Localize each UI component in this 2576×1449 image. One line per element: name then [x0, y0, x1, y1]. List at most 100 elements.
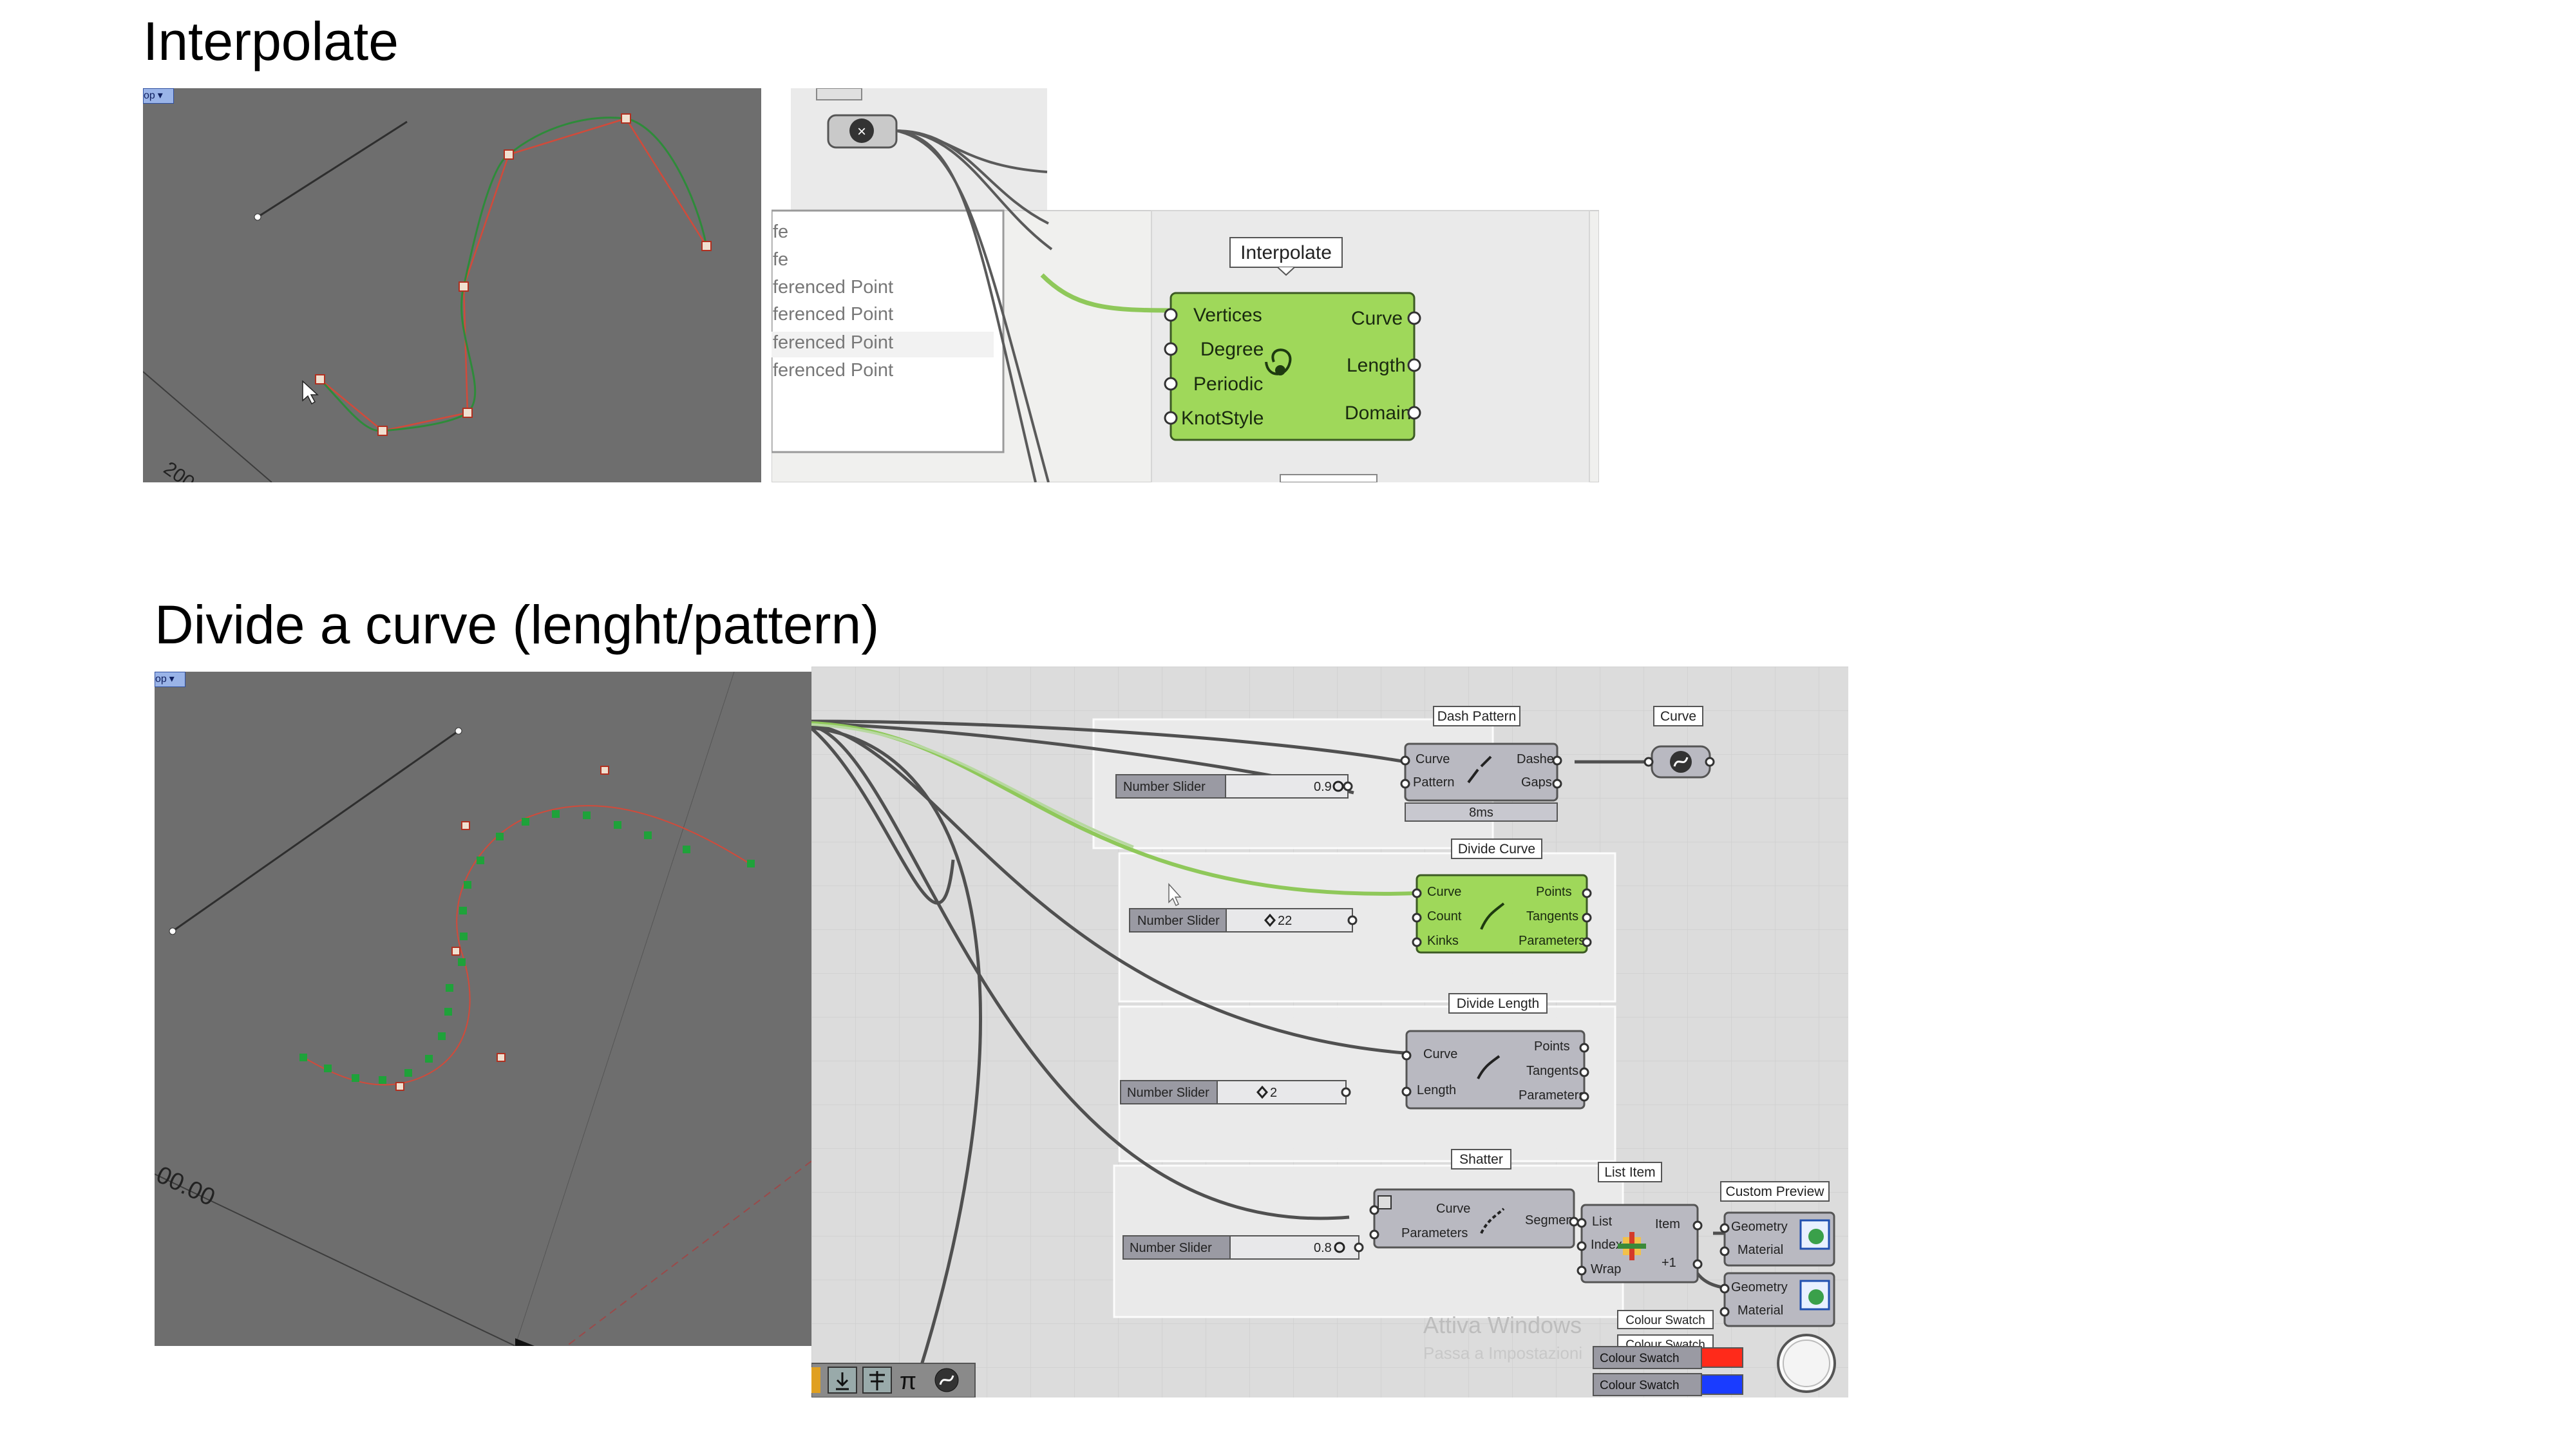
- list-row: ferenced Point: [773, 277, 893, 298]
- custom-preview-input-geometry[interactable]: Geometry: [1731, 1220, 1788, 1234]
- pi-icon[interactable]: π: [900, 1368, 916, 1395]
- rhino-viewport-divide[interactable]: 00.00 op▾: [155, 672, 811, 1346]
- list-item-output-plus1[interactable]: +1: [1662, 1256, 1676, 1270]
- input-degree[interactable]: Degree: [1200, 339, 1264, 360]
- dash-pattern-title: Dash Pattern: [1437, 709, 1517, 724]
- divide-length-input-curve[interactable]: Curve: [1423, 1047, 1457, 1061]
- colour-swatch-label: Colour Swatch: [1600, 1379, 1680, 1392]
- swatch-color-red[interactable]: [1701, 1347, 1743, 1368]
- list-item-title: List Item: [1604, 1165, 1655, 1180]
- shatter-input-parameters[interactable]: Parameters: [1401, 1226, 1468, 1240]
- shatter-title: Shatter: [1459, 1152, 1503, 1167]
- input-vertices[interactable]: Vertices: [1193, 305, 1262, 326]
- interpolate-icon: [1265, 348, 1292, 375]
- slider-handle-icon[interactable]: [1332, 781, 1344, 792]
- length-slider-value: 2: [1270, 1086, 1277, 1100]
- colour-swatch-blue[interactable]: [1593, 1373, 1702, 1396]
- divide-curve-output-parameters[interactable]: Parameters: [1519, 934, 1585, 948]
- divide-curve-input-kinks[interactable]: Kinks: [1427, 934, 1459, 948]
- dash-input-pattern[interactable]: Pattern: [1413, 775, 1454, 790]
- colour-swatch-tag: Colour Swatch: [1625, 1314, 1705, 1327]
- swatch-color-blue[interactable]: [1701, 1374, 1743, 1395]
- viewport-tab-label: op: [155, 674, 167, 685]
- dash-icon: [1467, 755, 1492, 784]
- list-row: ferenced Point: [773, 360, 893, 381]
- divide-curve-output-tangents[interactable]: Tangents: [1526, 909, 1578, 923]
- viewport-tab[interactable]: op▾: [143, 88, 174, 104]
- colour-swatch-label: Colour Swatch: [1600, 1352, 1680, 1365]
- dash-output-gaps[interactable]: Gaps: [1521, 775, 1552, 790]
- list-row: ferenced Point: [773, 304, 893, 325]
- watermark-title: Attiva Windows: [1423, 1312, 1582, 1338]
- mouse-cursor-icon: [1168, 883, 1182, 907]
- divide-length-output-tangents[interactable]: Tangents: [1526, 1064, 1578, 1078]
- section-title-divide: Divide a curve (lenght/pattern): [155, 594, 880, 655]
- mouse-cursor-icon: [302, 380, 319, 405]
- chevron-down-icon[interactable]: ▾: [157, 90, 163, 101]
- input-knotstyle[interactable]: KnotStyle: [1181, 408, 1264, 429]
- list-item-input-index[interactable]: Index: [1591, 1238, 1622, 1252]
- count-slider[interactable]: [1129, 908, 1227, 933]
- param-icon[interactable]: [811, 1367, 820, 1393]
- shatter-slider[interactable]: [1122, 1235, 1231, 1260]
- dash-input-curve[interactable]: Curve: [1416, 752, 1450, 766]
- list-item-input-list[interactable]: List: [1592, 1215, 1613, 1229]
- watermark-subtitle: Passa a Impostazioni: [1423, 1343, 1582, 1363]
- custom-preview-title: Custom Preview: [1726, 1184, 1825, 1199]
- shatter-icon: [1480, 1208, 1505, 1234]
- output-curve[interactable]: Curve: [1351, 308, 1403, 329]
- shatter-input-curve[interactable]: Curve: [1436, 1202, 1470, 1216]
- divide-icon: [1480, 902, 1505, 930]
- slider-handle-icon[interactable]: [1264, 913, 1276, 927]
- divide-curve-output-points[interactable]: Points: [1536, 885, 1572, 899]
- list-row: ferenced Point: [773, 332, 893, 353]
- rhino-viewport-interpolate[interactable]: 200.0 op▾: [143, 88, 761, 482]
- divide-length-title: Divide Length: [1457, 996, 1539, 1011]
- custom-preview2-input-material[interactable]: Material: [1738, 1303, 1783, 1318]
- output-length[interactable]: Length: [1347, 355, 1406, 376]
- section-title-interpolate: Interpolate: [143, 11, 399, 71]
- slider-handle-icon[interactable]: [1256, 1085, 1268, 1099]
- dash-slider-label: Number Slider: [1123, 780, 1206, 794]
- shatter-slider-track[interactable]: [1229, 1235, 1359, 1260]
- length-slider-track[interactable]: [1217, 1080, 1347, 1104]
- dash-slider-track[interactable]: [1225, 774, 1349, 799]
- slider-handle-icon[interactable]: [1334, 1242, 1345, 1253]
- list-row: fe: [773, 249, 788, 270]
- viewport-tab[interactable]: op▾: [155, 672, 185, 687]
- input-periodic[interactable]: Periodic: [1193, 374, 1263, 395]
- length-slider-label: Number Slider: [1127, 1086, 1209, 1100]
- shatter-slider-value: 0.8: [1314, 1241, 1332, 1255]
- chevron-down-icon[interactable]: ▾: [169, 674, 175, 685]
- length-slider[interactable]: [1120, 1080, 1218, 1104]
- divide-curve-input-count[interactable]: Count: [1427, 909, 1462, 923]
- shatter-output-segments[interactable]: Segmen: [1525, 1213, 1573, 1227]
- custom-preview-input-material[interactable]: Material: [1738, 1243, 1783, 1257]
- divide-curve-title: Divide Curve: [1458, 842, 1535, 857]
- dash-output-dashes[interactable]: Dashes: [1517, 752, 1560, 766]
- list-item-input-wrap[interactable]: Wrap: [1591, 1262, 1621, 1276]
- svg-text:×: ×: [857, 123, 866, 140]
- shatter-slider-label: Number Slider: [1130, 1241, 1212, 1255]
- output-domain[interactable]: Domain: [1345, 402, 1411, 424]
- grasshopper-canvas-divide[interactable]: Dash Pattern Curve Pattern Dashes Gaps 8…: [811, 667, 1848, 1397]
- component-title: Interpolate: [1240, 242, 1332, 263]
- curve-param-title: Curve: [1660, 709, 1696, 724]
- dash-footer: 8ms: [1469, 806, 1493, 820]
- count-slider-label: Number Slider: [1137, 914, 1220, 928]
- list-row: fe: [773, 222, 788, 242]
- divide-length-output-parameters[interactable]: Parameters: [1519, 1088, 1585, 1103]
- custom-preview2-input-geometry[interactable]: Geometry: [1731, 1280, 1788, 1294]
- grasshopper-canvas-interpolate[interactable]: fe fe ferenced Point ferenced Point fere…: [772, 88, 1599, 482]
- divide-curve-input-curve[interactable]: Curve: [1427, 885, 1461, 899]
- list-item-output-item[interactable]: Item: [1655, 1217, 1680, 1231]
- divide-length-input-length[interactable]: Length: [1417, 1083, 1456, 1097]
- dash-slider-value: 0.9: [1314, 780, 1332, 794]
- divide-length-output-points[interactable]: Points: [1534, 1039, 1570, 1054]
- list-item-icon: [1618, 1232, 1646, 1260]
- dash-pattern-component[interactable]: [1404, 743, 1558, 802]
- close-icon[interactable]: [849, 118, 874, 143]
- divide-length-icon: [1477, 1055, 1501, 1079]
- viewport-tab-label: op: [144, 90, 155, 101]
- count-slider-value: 22: [1278, 914, 1292, 928]
